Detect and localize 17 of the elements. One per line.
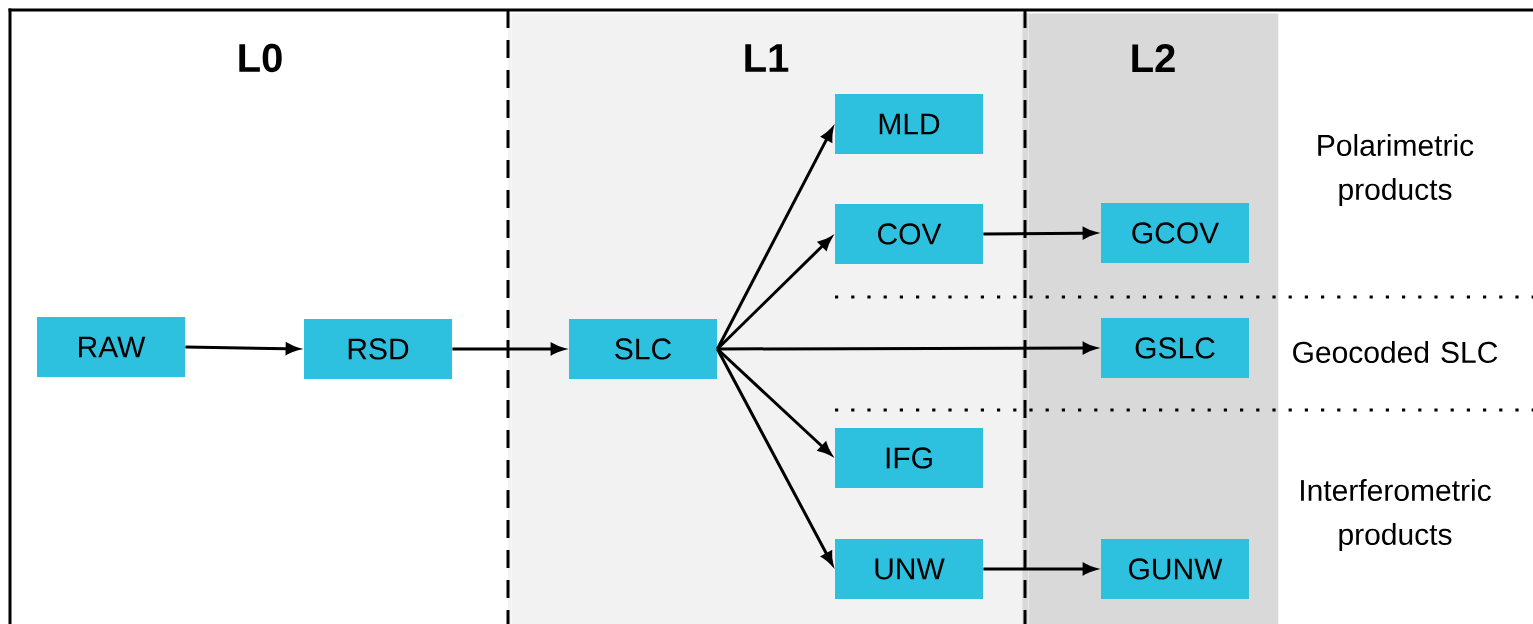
process-box: COV	[835, 204, 983, 264]
side-label: Polarimetric products	[1318, 134, 1474, 206]
side-label: Geocoded SLC	[1293, 341, 1498, 363]
arrow	[716, 127, 834, 350]
process-box: GCOV	[1101, 203, 1249, 263]
side-label: Interferometric products	[1301, 479, 1491, 551]
process-box: RSD	[304, 319, 452, 379]
process-box: IFG	[835, 428, 983, 488]
arrow	[716, 347, 832, 456]
process-box: SLC	[569, 319, 717, 379]
arrow	[716, 348, 834, 566]
process-box: UNW	[835, 539, 983, 599]
column-heading: L0	[239, 43, 282, 73]
process-box: GSLC	[1101, 318, 1249, 378]
process-box: GUNW	[1101, 539, 1249, 599]
process-box: RAW	[37, 317, 185, 377]
process-box: MLD	[835, 94, 983, 154]
